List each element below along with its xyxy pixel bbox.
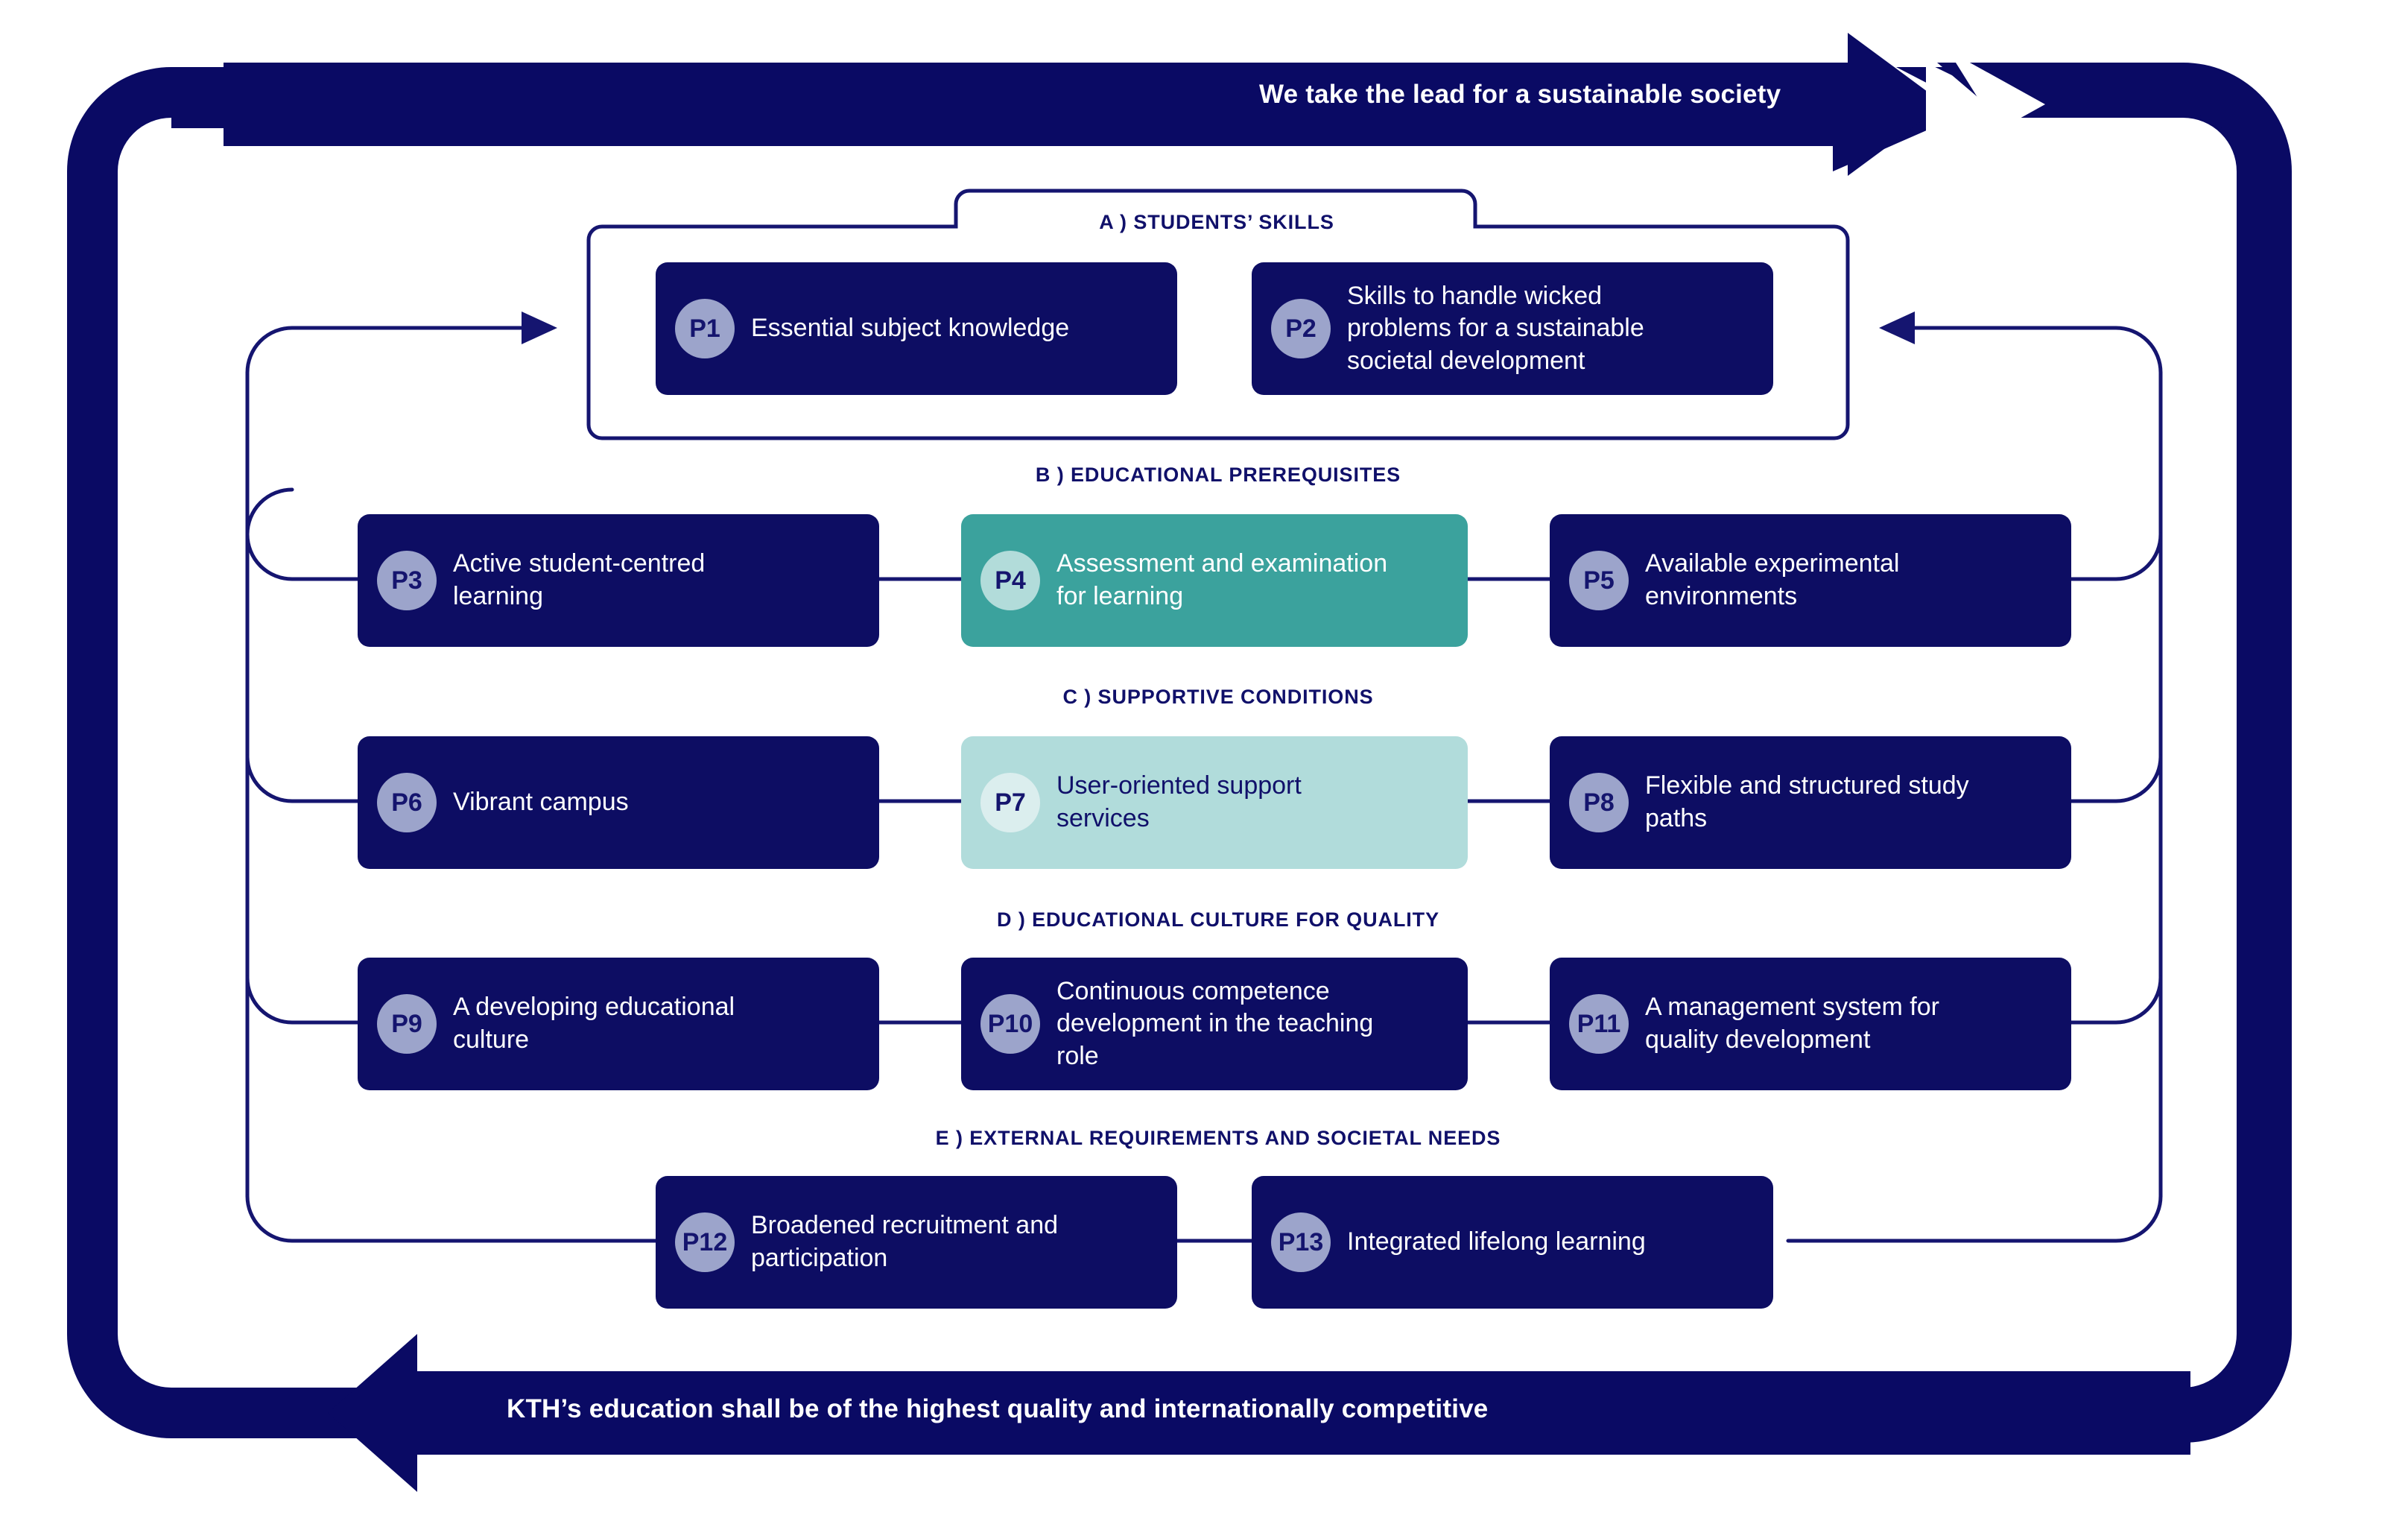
principle-label-p1: Essential subject knowledge xyxy=(751,314,1070,343)
principle-badge-p6: P6 xyxy=(377,773,437,832)
principle-badge-p5: P5 xyxy=(1569,551,1629,610)
group-title-a: A ) STUDENTS’ SKILLS xyxy=(1099,211,1334,233)
outer-cycle-frame xyxy=(67,33,2292,1492)
group-title-b: B ) EDUCATIONAL PREREQUISITES xyxy=(1035,464,1401,486)
rail-arrowhead-left xyxy=(1879,312,1915,344)
principle-label-p8: Flexible and structured study paths xyxy=(1645,771,1969,832)
principle-label-p5: Available experimental environments xyxy=(1645,549,1900,610)
principle-card-p1[interactable]: P1 Essential subject knowledge xyxy=(656,262,1177,395)
principle-card-p13[interactable]: P13 Integrated lifelong learning xyxy=(1252,1176,1773,1309)
principle-badge-p1: P1 xyxy=(675,299,735,358)
principle-card-p7[interactable]: P7 User-oriented support services xyxy=(961,736,1468,869)
group-title-e: E ) EXTERNAL REQUIREMENTS AND SOCIETAL N… xyxy=(935,1127,1501,1149)
principle-card-p4[interactable]: P4 Assessment and examination for learni… xyxy=(961,514,1468,647)
principle-label-p4: Assessment and examination for learning xyxy=(1056,549,1388,610)
principle-card-p5[interactable]: P5 Available experimental environments xyxy=(1550,514,2071,647)
principle-label-p12: Broadened recruitment and participation xyxy=(751,1211,1059,1272)
principle-label-p7: User-oriented support services xyxy=(1056,771,1302,832)
principle-card-p9[interactable]: P9 A developing educational culture xyxy=(358,958,879,1090)
principle-label-p2: Skills to handle wicked problems for a s… xyxy=(1347,281,1644,375)
group-a-container xyxy=(586,189,1850,440)
principle-card-p11[interactable]: P11 A management system for quality deve… xyxy=(1550,958,2071,1090)
group-title-c: C ) SUPPORTIVE CONDITIONS xyxy=(1062,686,1374,708)
principle-badge-p7: P7 xyxy=(980,773,1040,832)
principle-card-p8[interactable]: P8 Flexible and structured study paths xyxy=(1550,736,2071,869)
principle-label-p3: Active student-centred learning xyxy=(453,549,706,610)
principle-badge-p12: P12 xyxy=(675,1212,735,1272)
row-connectors xyxy=(877,577,2059,1243)
principle-badge-p10: P10 xyxy=(980,994,1040,1054)
principle-badge-p9: P9 xyxy=(377,994,437,1054)
principle-card-p12[interactable]: P12 Broadened recruitment and participat… xyxy=(656,1176,1177,1309)
principle-badge-p13: P13 xyxy=(1271,1212,1331,1272)
top-arrow-label: We take the lead for a sustainable socie… xyxy=(1259,80,1781,109)
principle-card-p2[interactable]: P2 Skills to handle wicked problems for … xyxy=(1252,262,1773,395)
principle-badge-p11: P11 xyxy=(1569,994,1629,1054)
principle-label-p11: A management system for quality developm… xyxy=(1645,993,1939,1054)
principle-badge-p2: P2 xyxy=(1271,299,1331,358)
principle-label-p13: Integrated lifelong learning xyxy=(1347,1227,1646,1256)
principle-card-p10[interactable]: P10 Continuous competence development in… xyxy=(961,958,1468,1090)
principle-card-p3[interactable]: P3 Active student-centred learning xyxy=(358,514,879,647)
rail-arrowhead-right xyxy=(522,312,557,344)
bottom-arrow-label: KTH’s education shall be of the highest … xyxy=(507,1394,1489,1423)
principle-card-p6[interactable]: P6 Vibrant campus xyxy=(358,736,879,869)
principle-badge-p4: P4 xyxy=(980,551,1040,610)
principle-label-p10: Continuous competence development in the… xyxy=(1056,976,1374,1070)
left-distribution-rail xyxy=(245,326,658,1243)
principle-badge-p8: P8 xyxy=(1569,773,1629,832)
principle-badge-p3: P3 xyxy=(377,551,437,610)
group-title-d: D ) EDUCATIONAL CULTURE FOR QUALITY xyxy=(997,908,1439,931)
right-distribution-rail xyxy=(1786,326,2163,1243)
principle-label-p9: A developing educational culture xyxy=(453,993,735,1054)
principle-label-p6: Vibrant campus xyxy=(453,788,629,817)
